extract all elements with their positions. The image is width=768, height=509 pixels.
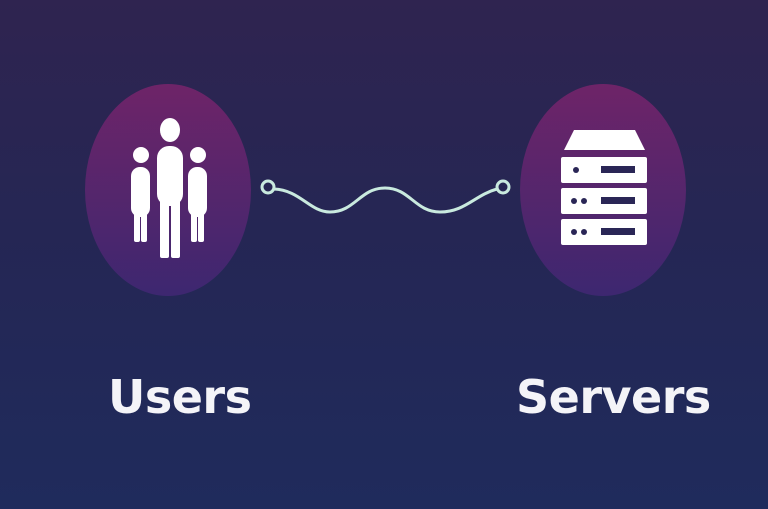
connection-link [260,179,511,214]
users-node [85,84,251,296]
server-rack-icon [561,130,647,245]
users-label: Users [108,370,252,424]
servers-node [520,84,686,296]
users-group-icon [131,118,207,258]
servers-label: Servers [516,370,711,424]
